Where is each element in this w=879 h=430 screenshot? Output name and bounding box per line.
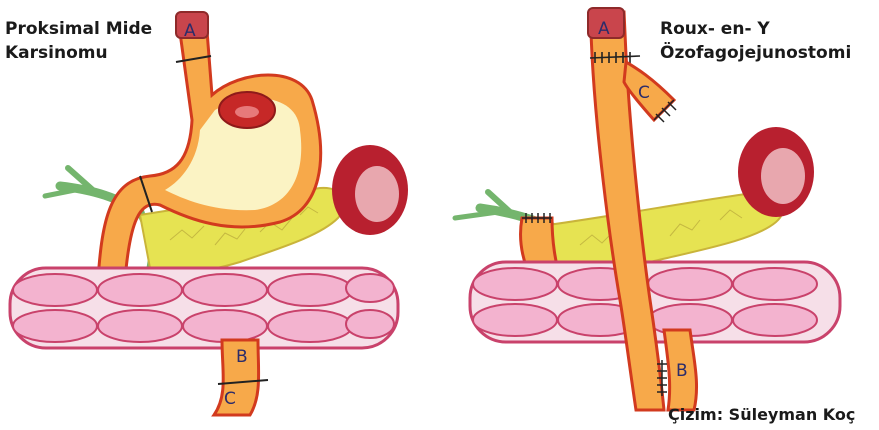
right-limb-c <box>624 62 676 122</box>
right-pancreas <box>548 192 784 270</box>
left-title-line1: Proksimal Mide <box>5 18 152 40</box>
illustration-credit: Çizim: Süleyman Koç <box>668 404 855 426</box>
left-label-a: A <box>184 21 196 41</box>
left-colon <box>10 268 398 348</box>
right-label-b: B <box>676 361 688 381</box>
right-title-line1: Roux- en- Y <box>660 18 770 40</box>
right-title-line2: Özofagojejunostomi <box>660 42 851 64</box>
left-label-b: B <box>236 347 248 367</box>
left-panel: A B C <box>10 12 408 415</box>
left-title-line2: Karsinomu <box>5 42 108 64</box>
right-spleen <box>738 127 814 217</box>
right-label-c: C <box>638 83 650 103</box>
left-label-c: C <box>224 389 236 409</box>
right-label-a: A <box>598 19 610 39</box>
left-spleen <box>332 145 408 235</box>
right-panel: A C B <box>455 8 840 410</box>
